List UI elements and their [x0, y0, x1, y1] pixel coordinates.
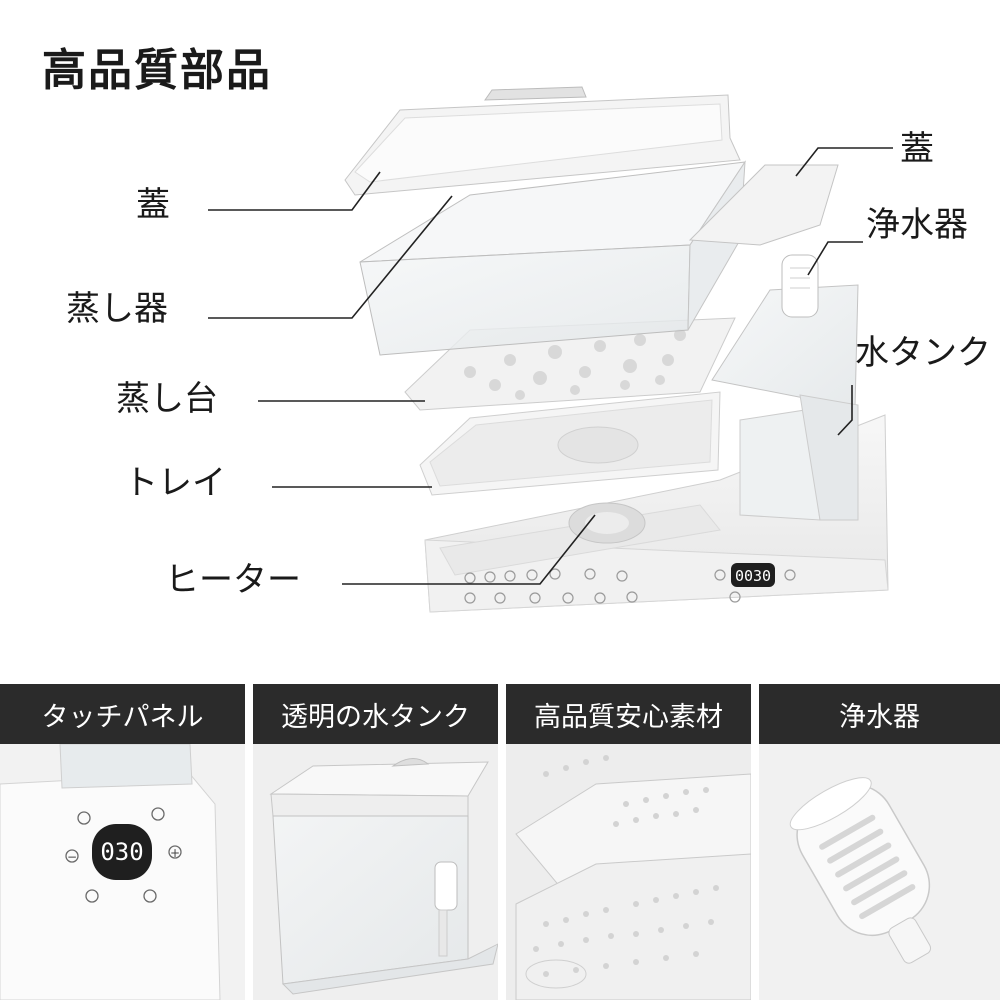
callout-water-tank: 水タンク — [855, 333, 991, 373]
page-title: 高品質部品 — [42, 45, 272, 96]
feature-panels: タッチパネル 030 − + 透明の水タンク — [0, 684, 1000, 1000]
timer-display-text: 0030 — [735, 567, 771, 585]
touch-display-text: 030 — [100, 838, 143, 866]
callout-heater: ヒーター — [165, 560, 301, 600]
callout-steam-rack: 蒸し台 — [116, 379, 218, 419]
quality-material-image — [506, 744, 751, 1000]
water-tank-shape — [688, 164, 859, 521]
panel-touch-panel: タッチパネル 030 − + — [0, 684, 245, 1000]
leader-lines — [208, 147, 893, 585]
panel-transparent-tank: 透明の水タンク — [253, 684, 498, 1000]
transparent-tank-image — [253, 744, 498, 1000]
steamer-shape — [359, 160, 747, 356]
panel-touch-panel-label: タッチパネル — [0, 684, 245, 744]
panel-purifier-label: 浄水器 — [759, 684, 1000, 744]
panel-quality-material-label: 高品質安心素材 — [506, 684, 751, 744]
callout-tray: トレイ — [124, 463, 226, 503]
touch-panel-image: 030 − + — [0, 744, 245, 1000]
callout-lid-right: 蓋 — [900, 129, 934, 169]
panel-purifier: 浄水器 — [759, 684, 1000, 1000]
touch-display — [92, 824, 152, 880]
exploded-diagram: 0030 — [208, 86, 893, 613]
timer-display — [731, 563, 775, 587]
main-lid-shape — [344, 86, 741, 196]
svg-text:−: − — [67, 850, 77, 864]
panel-transparent-tank-label: 透明の水タンク — [253, 684, 498, 744]
purifier-image — [759, 744, 1000, 1000]
callout-steamer: 蒸し器 — [66, 289, 168, 329]
svg-text:+: + — [170, 846, 180, 860]
callout-purifier: 浄水器 — [866, 205, 968, 245]
callout-lid-left: 蓋 — [136, 185, 170, 225]
panel-quality-material: 高品質安心素材 — [506, 684, 751, 1000]
